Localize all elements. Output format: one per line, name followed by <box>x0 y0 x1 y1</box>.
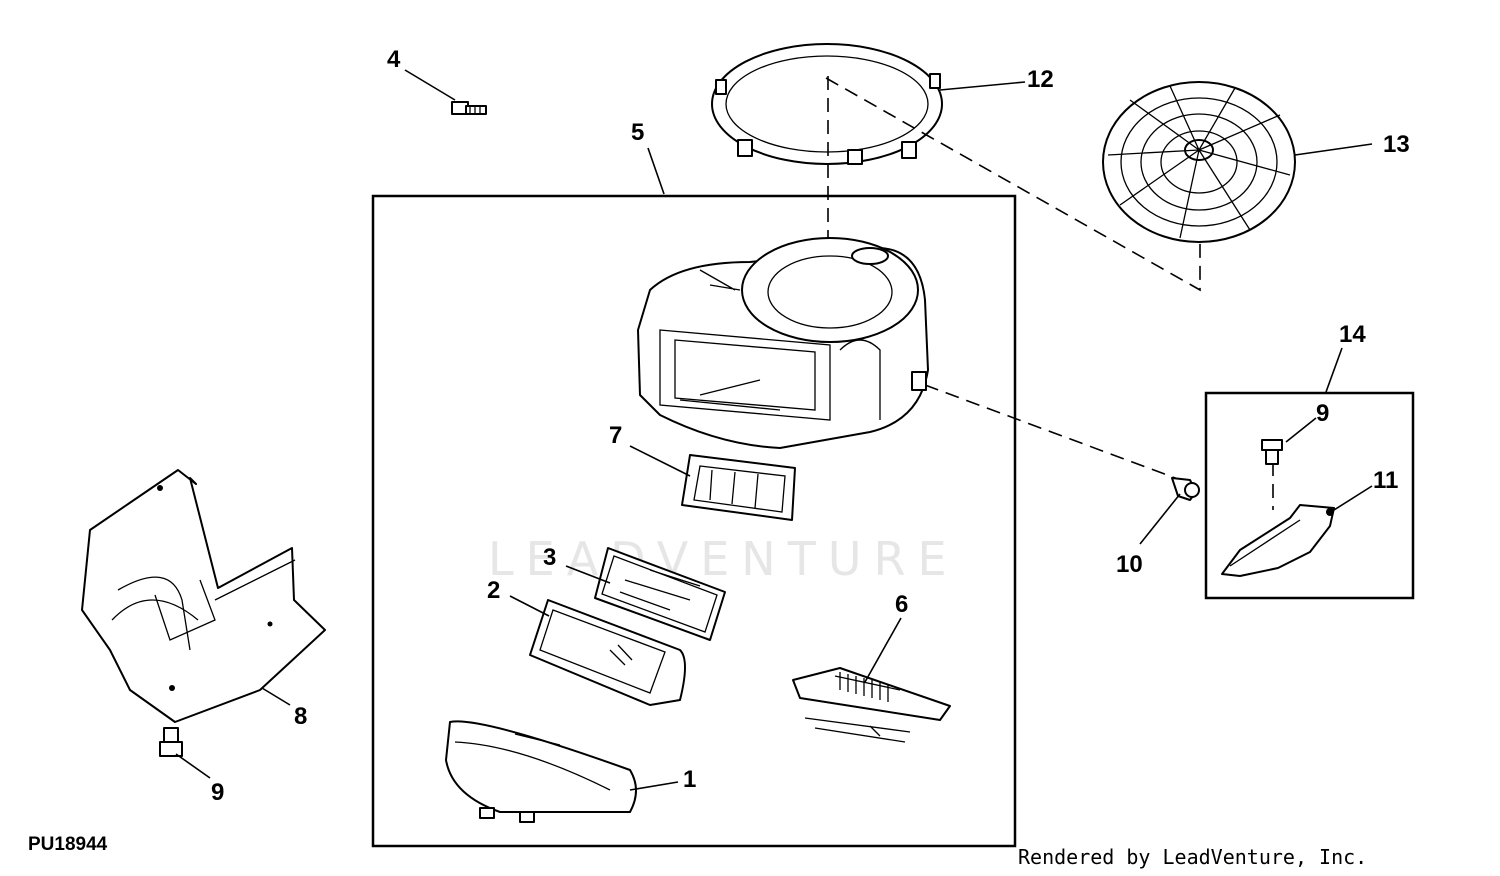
callout-9-kit: 9 <box>1316 400 1329 427</box>
leader-lines <box>175 69 1373 791</box>
callout-14: 14 <box>1339 321 1366 348</box>
callout-3: 3 <box>543 544 556 571</box>
part-8-shield <box>81 469 326 723</box>
kit-frame-5 <box>371 194 1017 848</box>
part-3-decal <box>594 547 726 641</box>
figure-code: PU18944 <box>28 834 108 855</box>
callout-8: 8 <box>294 703 307 730</box>
callout-6: 6 <box>895 591 908 618</box>
callout-13: 13 <box>1383 131 1410 158</box>
callout-1: 1 <box>683 766 696 793</box>
part-1-cover <box>445 720 637 823</box>
callout-5: 5 <box>631 119 644 146</box>
part-4-screw <box>451 101 487 115</box>
part-2-filter-frame <box>529 599 686 706</box>
kit-frame-14 <box>1204 391 1415 600</box>
part-9-bolt-kit <box>1261 439 1283 465</box>
callout-7: 7 <box>609 422 622 449</box>
callout-4: 4 <box>387 46 401 73</box>
part-6-screen <box>792 667 951 743</box>
callout-2: 2 <box>487 577 500 604</box>
watermark: LEADVENTURE <box>488 532 959 586</box>
part-11-bracket <box>1221 504 1335 577</box>
part-10-plug <box>1171 477 1200 501</box>
part-13-grille <box>1102 81 1296 243</box>
callout-9-lower: 9 <box>211 779 224 806</box>
part-12-ring <box>711 43 943 165</box>
part-9-bolt-lower <box>159 727 183 757</box>
part-5-blower-housing <box>637 237 929 449</box>
callout-10: 10 <box>1116 551 1143 578</box>
part-7-air-intake <box>681 454 796 521</box>
callout-12: 12 <box>1027 66 1054 93</box>
render-credit: Rendered by LeadVenture, Inc. <box>1018 845 1367 869</box>
callout-11: 11 <box>1373 467 1398 494</box>
